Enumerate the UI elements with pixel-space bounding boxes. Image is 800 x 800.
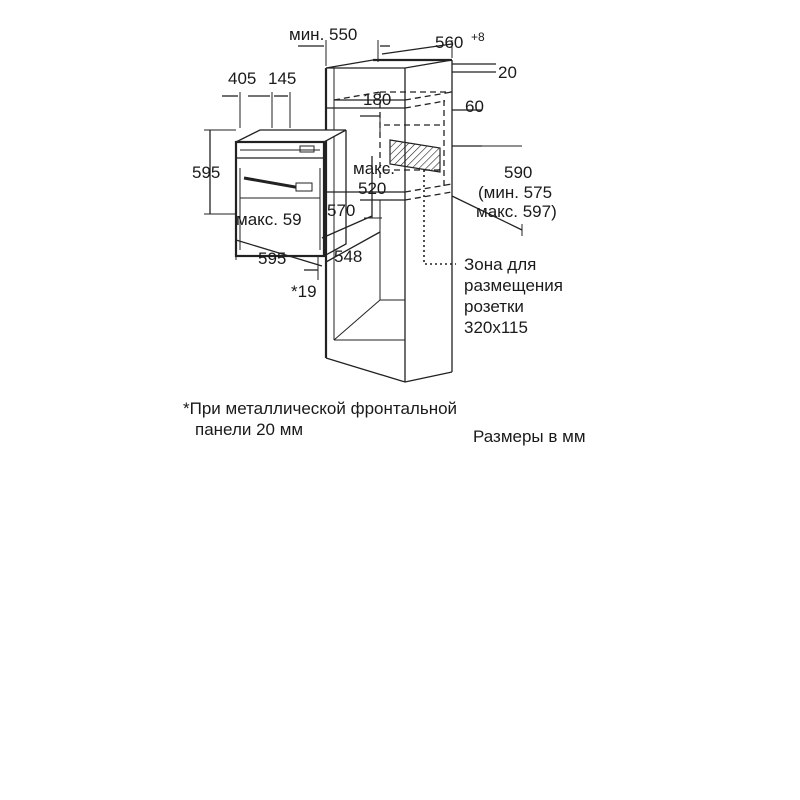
dim-560-tolerance: +8 — [471, 30, 485, 44]
socket-zone-label-2: размещения — [464, 276, 563, 295]
oven — [234, 129, 347, 258]
socket-zone-label-4: 320x115 — [464, 318, 528, 337]
dim-min-550: мин. 550 — [289, 25, 357, 44]
cabinet-plinth — [325, 357, 453, 383]
cabinet-top — [325, 59, 453, 69]
dim-520: 520 — [358, 179, 386, 198]
dim-570: 570 — [327, 201, 355, 220]
dim-405: 405 — [228, 69, 256, 88]
socket-zone — [389, 139, 456, 265]
dimension-lines — [204, 40, 523, 280]
socket-zone-hatch — [389, 139, 441, 173]
dim-max-label: макс. — [353, 159, 395, 178]
dim-595-width: 595 — [258, 249, 286, 268]
dim-max-59: макс. 59 — [236, 210, 302, 229]
oven-front — [234, 140, 326, 258]
dim-548: 548 — [334, 247, 362, 266]
socket-zone-label-3: розетки — [464, 297, 524, 316]
dim-60: 60 — [465, 97, 484, 116]
dim-star-19: *19 — [291, 282, 317, 301]
units-note: Размеры в мм — [473, 427, 586, 446]
dim-max-597: макс. 597) — [476, 202, 557, 221]
dim-595-height: 595 — [192, 163, 220, 182]
dim-180: 180 — [363, 90, 391, 109]
cabinet — [324, 58, 453, 383]
dim-min-575: (мин. 575 — [478, 183, 552, 202]
dim-560: 560 — [435, 33, 463, 52]
footnote-line-2: панели 20 мм — [195, 420, 304, 439]
footnote: *При металлической фронтальной панели 20… — [183, 398, 457, 440]
dim-20: 20 — [498, 63, 517, 82]
footnote-line-1: *При металлической фронтальной — [183, 399, 458, 418]
socket-zone-label-1: Зона для — [464, 255, 536, 274]
dim-590: 590 — [504, 163, 532, 182]
dim-145: 145 — [268, 69, 296, 88]
